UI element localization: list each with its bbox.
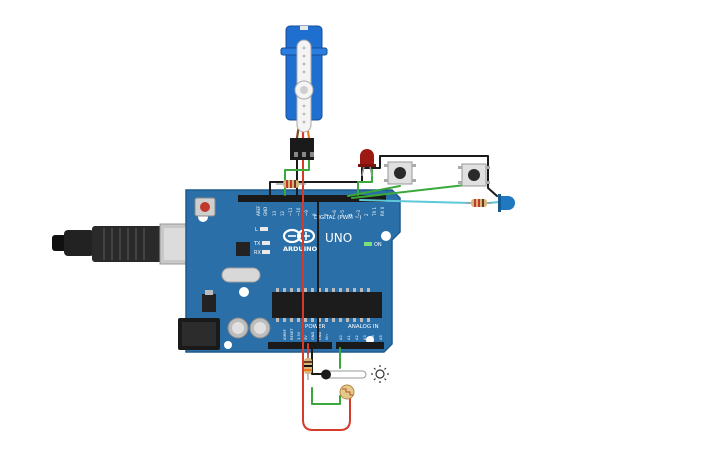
push-button-1[interactable] <box>384 161 416 185</box>
sun-icon <box>371 365 389 383</box>
analog-label: ANALOG IN <box>348 324 379 330</box>
blue-led[interactable] <box>498 194 515 212</box>
analog-header[interactable] <box>336 342 384 349</box>
pin-label-gnd2: GND <box>318 332 322 340</box>
wire-green-ldr-loop[interactable] <box>311 387 341 405</box>
wire-black-button-bus[interactable] <box>361 155 498 197</box>
pin-label-5: ~5 <box>340 210 345 216</box>
power-header[interactable] <box>268 342 332 349</box>
pin-label-a3: A3 <box>363 335 367 340</box>
atmega-chip <box>272 288 382 322</box>
pin-label-vin: Vin <box>325 334 329 340</box>
pin-label-reset: RESET <box>290 328 294 340</box>
on-label: ON <box>374 242 382 248</box>
resistor-ldr[interactable] <box>304 354 312 380</box>
pin-label-13: 13 <box>272 210 277 216</box>
pin-label-5v: 5V <box>304 335 308 340</box>
servo-horn[interactable] <box>294 39 314 133</box>
push-button-2[interactable] <box>458 163 490 187</box>
led-rx-label: RX <box>254 250 261 256</box>
light-intensity-slider[interactable] <box>321 369 367 380</box>
arduino-uno-board[interactable]: L TX RX ON ARDUINO UNO DIGITAL (PWM ~) A… <box>178 189 401 353</box>
pin-label-11: ~11 <box>288 207 293 216</box>
pin-label-3: ~3 <box>356 210 361 216</box>
red-led[interactable] <box>358 149 376 177</box>
resistor-led[interactable] <box>276 180 306 188</box>
model-label: UNO <box>325 231 352 245</box>
pin-label-aref: AREF <box>256 205 261 216</box>
pin-label-2: 2 <box>364 213 369 216</box>
brand-label: ARDUINO <box>283 245 318 253</box>
arduino-logo <box>282 228 316 244</box>
reset-button[interactable] <box>194 197 216 217</box>
slider-knob[interactable] <box>321 369 331 380</box>
pin-label-4: 4 <box>348 213 353 216</box>
pin-label-6: ~6 <box>332 210 337 216</box>
pin-label-a1: A1 <box>347 335 351 340</box>
pin-label-12: 12 <box>280 210 285 216</box>
wire-cyan-blue-led[interactable] <box>359 199 471 204</box>
wire-green-button1[interactable] <box>347 185 401 197</box>
pin-label-gnd1: GND <box>311 332 315 340</box>
photoresistor[interactable] <box>339 384 355 400</box>
wire-red-servo-5v[interactable] <box>302 159 351 431</box>
pin-label-a0: A0 <box>339 335 343 340</box>
digital-label: DIGITAL (PWM ~) <box>314 215 361 221</box>
pin-label-3v3: 3.3V <box>297 331 301 340</box>
wire-green-button2[interactable] <box>351 183 475 199</box>
pin-label-rx0: RX 0 <box>380 206 385 216</box>
digital-header[interactable] <box>238 195 386 202</box>
pin-label-10: ~10 <box>296 207 301 216</box>
pin-label-gnd: GND <box>263 207 268 216</box>
dc-power-jack <box>178 318 220 350</box>
led-tx-label: TX <box>253 241 261 247</box>
power-label: POWER <box>305 324 326 330</box>
pin-label-9: ~9 <box>304 210 309 216</box>
resistor-blue-led[interactable] <box>466 199 492 207</box>
pin-label-a5: A5 <box>379 335 383 340</box>
pin-label-a4: A4 <box>371 335 375 340</box>
servo-connector[interactable] <box>290 138 314 160</box>
led-l-label: L <box>255 227 258 233</box>
pin-label-a2: A2 <box>355 335 359 340</box>
pin-label-ioref: IOREF <box>283 329 287 340</box>
pin-label-7: 7 <box>324 213 329 216</box>
pin-label-8: 8 <box>312 213 317 216</box>
servo-motor[interactable] <box>280 25 328 133</box>
pin-label-tx1: TX 1 <box>372 207 377 217</box>
